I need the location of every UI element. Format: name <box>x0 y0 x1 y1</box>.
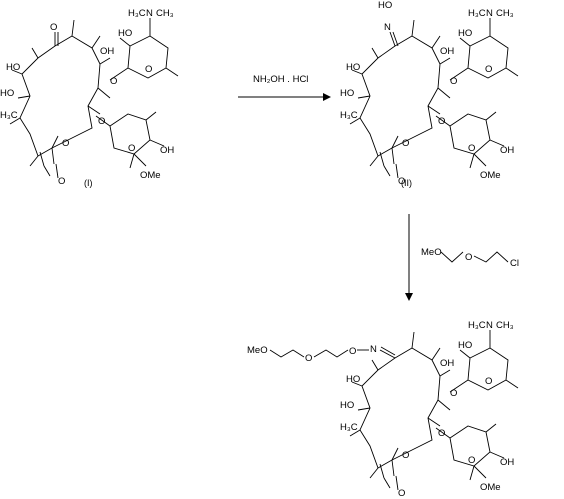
o-glycoside: O <box>450 388 457 399</box>
ho-sugar: HO <box>458 28 472 39</box>
ring-o-2: O <box>128 143 135 154</box>
o-glycoside-2: O <box>98 116 105 127</box>
chain-o2: O <box>349 346 356 357</box>
ester-o: O <box>402 138 409 149</box>
oxime-oh: HO <box>378 0 392 11</box>
ho-sugar: HO <box>118 28 132 39</box>
reagent-2-o: O <box>465 252 472 263</box>
ring-o-2: O <box>468 455 475 466</box>
oh-sugar: OH <box>500 457 514 468</box>
reagent-2: MeO O Cl <box>421 247 519 269</box>
nme2-label: H₃C <box>468 320 486 331</box>
oh-label: OH <box>100 46 114 57</box>
ho-label: HO <box>346 374 360 385</box>
n-label: N <box>486 8 493 19</box>
h3c-label: H₃C <box>340 422 358 433</box>
label-compound-ii: (II) <box>401 178 412 188</box>
molecule-iii: N HO HO H₃C OH O O HO O O OH OMe O O H₃C… <box>340 320 519 499</box>
ch3-label: CH₃ <box>496 320 514 331</box>
ester-carbonyl-o: O <box>398 176 405 187</box>
ch3-label: CH₃ <box>496 8 514 19</box>
n-label: N <box>486 320 493 331</box>
ho-label-2: HO <box>340 88 354 99</box>
oxime-n: N <box>370 344 377 355</box>
oxime-ether-chain: MeO O O <box>247 345 369 364</box>
label-compound-i: (I) <box>84 178 93 188</box>
oxime-n: N <box>384 22 391 33</box>
o-glycoside-2: O <box>438 428 445 439</box>
nme2-label: H₃C <box>468 8 486 19</box>
carbonyl-o: O <box>50 22 57 33</box>
ome-label: OMe <box>140 170 161 181</box>
ring-o: O <box>485 376 492 387</box>
ester-carbonyl-o: O <box>398 488 405 499</box>
ho-label: HO <box>6 62 20 73</box>
ring-o-2: O <box>468 143 475 154</box>
ester-carbonyl-o: O <box>58 176 65 187</box>
oh-sugar: OH <box>500 145 514 156</box>
reagent-1: NH₂OH . HCl <box>253 74 308 85</box>
ch3-label: CH₃ <box>156 8 174 19</box>
reagent-2-cl: Cl <box>510 258 519 269</box>
ester-o: O <box>402 450 409 461</box>
ho-sugar: HO <box>458 340 472 351</box>
oh-label: OH <box>440 46 454 57</box>
h3c-label: H₃C <box>340 110 358 121</box>
ring-o: O <box>145 64 152 75</box>
h3c-label: H₃C <box>0 110 18 121</box>
oh-sugar: OH <box>160 145 174 156</box>
chain-o1: O <box>305 353 312 364</box>
n-label: N <box>146 8 153 19</box>
o-glycoside: O <box>110 76 117 87</box>
ester-o: O <box>62 138 69 149</box>
ho-label: HO <box>346 62 360 73</box>
oh-label: OH <box>440 358 454 369</box>
nme2-label: H₃C <box>128 8 146 19</box>
o-glycoside: O <box>450 76 457 87</box>
ring-o: O <box>485 64 492 75</box>
molecule-i: O HO HO H₃C OH O O HO O O OH OMe O O H₃C… <box>0 8 179 187</box>
ome-label: OMe <box>480 170 501 181</box>
molecule-ii: N HO HO H₃C OH O O HO O O OH OMe O O H₃C… <box>340 8 519 187</box>
o-glycoside-2: O <box>438 116 445 127</box>
ho-label-2: HO <box>340 400 354 411</box>
reagent-2-meo: MeO <box>421 247 442 258</box>
ome-label: OMe <box>480 482 501 493</box>
ho-label-2: HO <box>0 88 14 99</box>
chain-meo: MeO <box>247 345 268 356</box>
